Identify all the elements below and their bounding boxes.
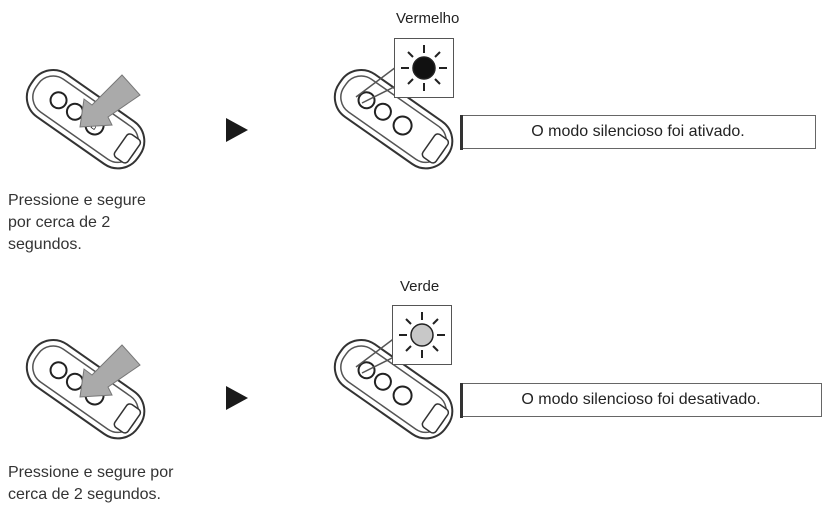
key-fob-press-illustration (25, 339, 146, 440)
lamp-color-label: Verde (400, 278, 440, 295)
next-step-arrow-icon (226, 386, 248, 410)
key-fob-lamp-illustration (333, 66, 454, 170)
key-fob-lamp-illustration (333, 336, 454, 440)
key-fob-press-illustration: ⌂ (25, 69, 146, 170)
instruction-line: Pressione e segure (8, 192, 146, 209)
instruction-line: Pressione e segure por (8, 464, 174, 481)
svg-text:⌂: ⌂ (88, 121, 99, 133)
lamp-lit-icon (401, 45, 447, 91)
lamp-indicator (392, 305, 452, 365)
status-message: O modo silencioso foi desativado. (459, 382, 822, 418)
instruction-line: por cerca de 2 (8, 214, 111, 231)
lamp-lit-icon (399, 312, 445, 358)
lamp-color-label: Vermelho (396, 10, 460, 27)
instruction-caption: Pressione e segure por cerca de 2 segund… (8, 190, 146, 256)
status-message: O modo silencioso foi ativado. (459, 114, 816, 150)
lamp-indicator (394, 38, 454, 98)
next-step-arrow-icon (226, 118, 248, 142)
instruction-line: cerca de 2 segundos. (8, 486, 161, 503)
instruction-caption: Pressione e segure por cerca de 2 segund… (8, 462, 173, 506)
instruction-line: segundos. (8, 236, 82, 253)
